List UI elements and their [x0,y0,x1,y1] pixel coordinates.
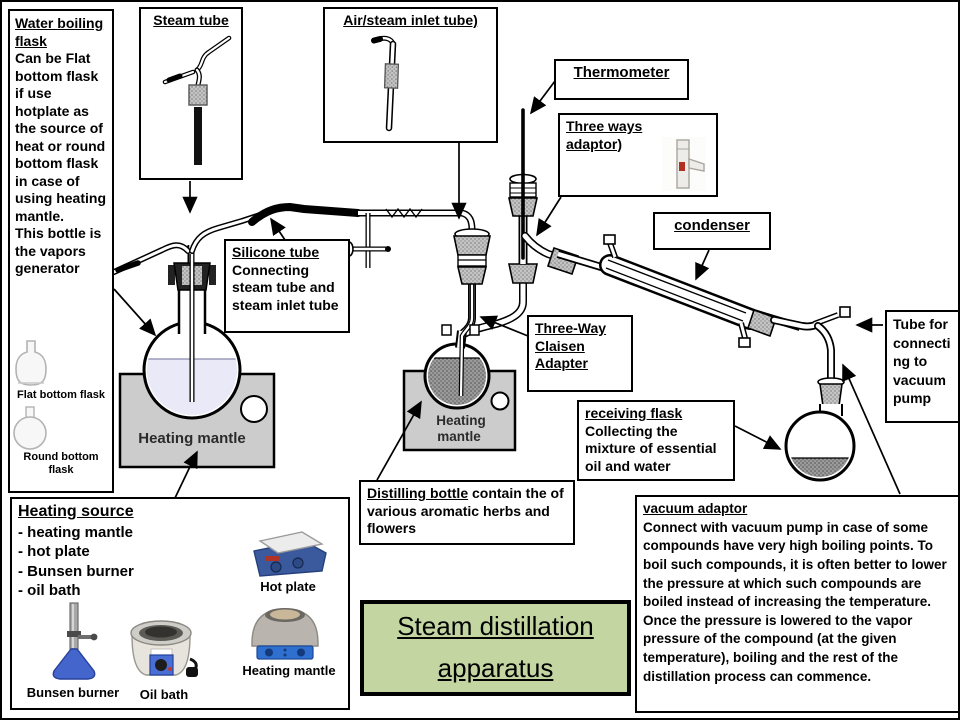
water-boiling-flask-label-box: Water boiling flask Can be Flat bottom f… [8,9,114,493]
vacuum-tube-label-box: Tube for connecting to vacuum pump [885,310,958,423]
air-steam-inlet-title: Air/steam inlet tube) [343,12,478,28]
thermometer-and-three-way-adaptor [508,108,580,276]
three-ways-adaptor-photo [662,137,706,191]
silicone-tube-body: Connecting steam tube and steam inlet tu… [232,261,339,313]
steam-tube-title: Steam tube [153,12,229,28]
three-way-claisen-label-box: Three-Way Claisen Adapter [527,315,633,392]
heating-mantle-caption: Heating mantle [242,663,336,678]
three-ways-adaptor-title: Three ways adaptor) [566,118,643,152]
mantle1-label: Heating mantle [138,430,246,447]
round-bottom-flask-caption: Round bottom flask [23,451,99,477]
bunsen-burner-photo [44,601,104,683]
hot-plate-photo [246,521,330,577]
bunsen-burner-caption: Bunsen burner [26,685,120,700]
condenser-label-box: condenser [653,212,771,250]
diagram-title-line2: apparatus [437,653,554,683]
three-way-claisen-title: Three-Way Claisen Adapter [535,320,607,371]
receiving-flask-label-box: receiving flask Collecting the mixture o… [577,400,735,481]
steam-tube-assembly [114,215,260,402]
receiving-flask-title: receiving flask [585,405,683,421]
air-steam-inlet-photo [371,35,400,131]
oil-bath-photo [124,611,204,685]
three-ways-adaptor-label-box: Three ways adaptor) [558,113,718,197]
receiving-flask-body: Collecting the mixture of essential oil … [585,422,717,474]
distilling-flask [423,342,491,410]
condenser-title: condenser [674,217,750,234]
silicone-tube-label-box: Silicone tube Connecting steam tube and … [224,239,350,333]
heating-source-box: Heating source - heating mantle - hot pl… [10,497,350,710]
round-bottom-flask-photo [10,405,112,451]
hot-plate-caption: Hot plate [260,579,316,594]
vacuum-adaptor-body: Connect with vacuum pump in case of some… [643,519,947,684]
vacuum-adaptor-label-box: vacuum adaptor Connect with vacuum pump … [635,495,958,713]
steam-tube-label-box: Steam tube [139,7,243,180]
air-steam-inlet-label-box: Air/steam inlet tube) [323,7,498,143]
steam-tube-photo [162,35,232,165]
heating-source-item: - heating mantle [18,523,134,541]
thermometer-title: Thermometer [573,64,670,81]
silicone-tube [248,202,362,226]
heating-source-title: Heating source [18,503,134,520]
oil-bath-caption: Oil bath [139,687,189,702]
heating-source-item: - oil bath [18,582,81,600]
vacuum-adaptor [774,306,851,407]
distilling-bottle-title: Distilling bottle [367,485,469,501]
receiving-flask [784,404,856,482]
water-boiling-flask-title: Water boiling flask [15,15,104,49]
steam-inlet-line [344,207,472,268]
vacuum-adaptor-title: vacuum adaptor [643,501,748,516]
water-boiling-flask-body2: This bottle is the vapors generator [15,225,102,276]
vacuum-pump-nub [839,306,851,318]
three-way-claisen-adapter [441,228,538,396]
heating-mantle-photo [244,601,326,663]
thermometer-label-box: Thermometer [554,59,689,100]
vacuum-tube-body: Tube for connecting to vacuum pump [893,316,951,407]
flat-bottom-flask-caption: Flat bottom flask [16,389,105,401]
heating-source-item: - Bunsen burner [18,562,134,580]
diagram-title-box: Steam distillation apparatus [360,600,631,696]
mantle2-knob [490,391,510,411]
condenser [558,234,800,348]
distilling-bottle-body: contain the of various aromatic herbs an… [367,485,564,536]
distilling-bottle-label-box: Distilling bottle contain the of various… [359,480,575,545]
water-boiling-flask-body: Can be Flat bottom flask if use hotplate… [15,50,106,224]
silicone-tube-title: Silicone tube [232,244,320,260]
heating-source-item: - hot plate [18,543,90,561]
mantle2-label-line1: Heating [436,413,486,428]
flat-bottom-flask-photo [10,339,112,387]
mantle2-label-line2: mantle [437,429,481,444]
annotation-arrows [113,80,901,499]
diagram-title-line1: Steam distillation [397,611,594,642]
